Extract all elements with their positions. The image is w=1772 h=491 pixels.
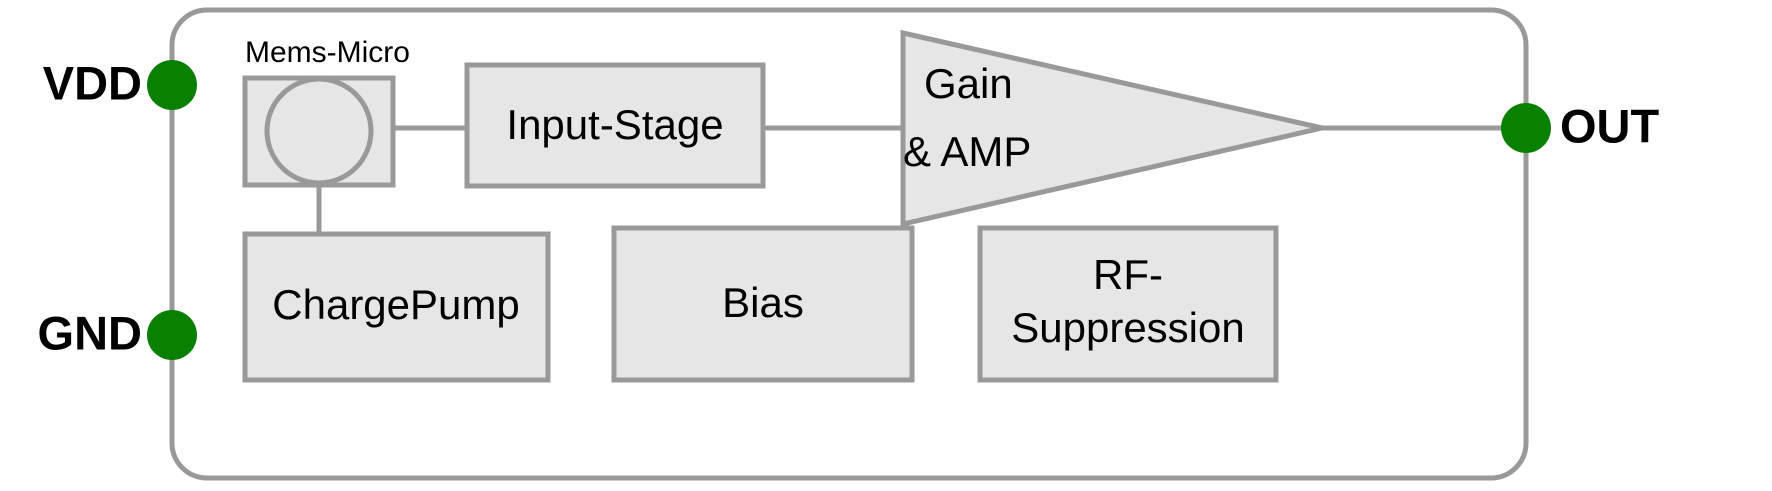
block-label-suppression: Suppression [1011, 304, 1244, 351]
block-label-bias: Bias [722, 279, 804, 326]
pin-dot-out[interactable] [1501, 103, 1551, 153]
block-charge-pump[interactable] [242, 231, 551, 383]
pin-label-vdd: VDD [43, 56, 142, 109]
block-rf-suppression[interactable] [977, 225, 1279, 383]
pin-dot-vdd[interactable] [147, 60, 197, 110]
block-label-mems-micro: Mems-Micro [245, 36, 410, 69]
block-input-stage[interactable] [464, 62, 766, 189]
block-label-amp: & AMP [903, 128, 1031, 175]
block-label-gain: Gain [924, 60, 1013, 107]
block-gain-amp[interactable] [900, 29, 1323, 228]
block-bias[interactable] [611, 225, 915, 383]
block-label-rf: RF- [1093, 251, 1163, 298]
block-label-charge-pump: ChargePump [272, 281, 519, 328]
block-label-input-stage: Input-Stage [506, 101, 723, 148]
pin-label-out: OUT [1560, 99, 1660, 152]
pin-label-gnd: GND [38, 306, 142, 359]
pin-dot-gnd[interactable] [147, 310, 197, 360]
chip-boundary [169, 7, 1529, 481]
mems-diaphragm-icon [264, 76, 374, 186]
